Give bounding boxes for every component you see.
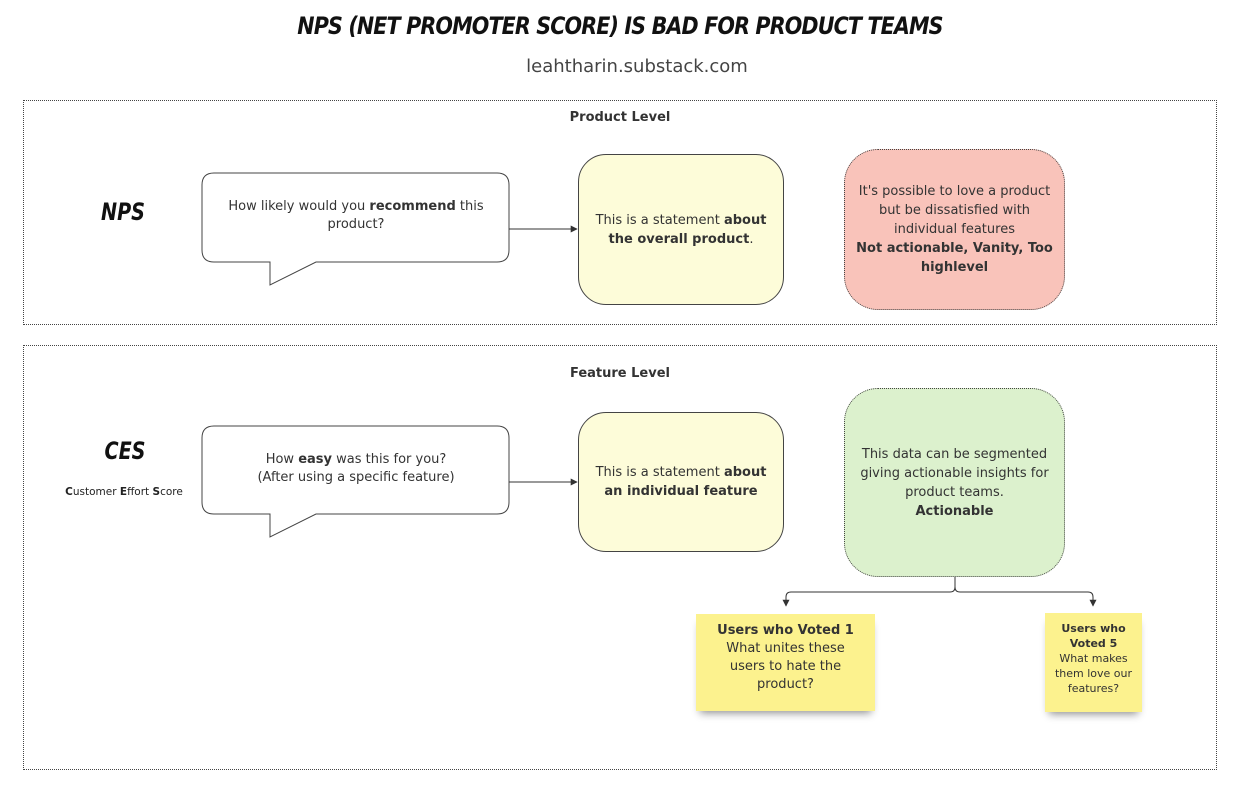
sticky-voted-1[interactable]: Users who Voted 1 What unites these user… — [696, 614, 875, 711]
not-actionable-note[interactable]: It's possible to love a product but be d… — [844, 149, 1065, 310]
overall-product-statement-text: This is a statement about the overall pr… — [595, 212, 767, 247]
feature-level-label: Feature Level — [569, 366, 670, 381]
nps-question-bubble — [201, 172, 510, 286]
feature-level-frame[interactable] — [23, 345, 1217, 770]
sticky-voted-5[interactable]: Users who Voted 5 What makes them love o… — [1045, 613, 1142, 712]
individual-feature-statement-text: This is a statement about an individual … — [595, 465, 767, 499]
split-connector — [782, 577, 956, 607]
ces-row-label: CES — [104, 437, 146, 465]
actionable-note-text: This data can be segmented giving action… — [860, 446, 1049, 519]
page-subtitle: leahtharin.substack.com — [526, 56, 748, 77]
ces-full-name: Customer Effort Score — [65, 486, 183, 498]
ces-question-text: How easy was this for you? (After using … — [257, 452, 455, 485]
nps-question-text: How likely would you recommend this prod… — [228, 199, 484, 232]
ces-question-bubble — [201, 425, 510, 538]
overall-product-statement[interactable]: This is a statement about the overall pr… — [578, 154, 784, 305]
page-title: NPS (NET PROMOTER SCORE) IS BAD FOR PROD… — [297, 12, 943, 40]
sticky-voted-5-text: What makes them love our features? — [1054, 652, 1133, 695]
not-actionable-note-text: It's possible to love a product but be d… — [856, 184, 1053, 275]
sticky-voted-1-text: What unites these users to hate the prod… — [726, 641, 845, 692]
split-connector-right — [954, 586, 1097, 607]
product-level-label: Product Level — [569, 110, 671, 125]
nps-row-label: NPS — [101, 198, 145, 226]
individual-feature-statement[interactable]: This is a statement about an individual … — [578, 412, 784, 552]
actionable-note[interactable]: This data can be segmented giving action… — [844, 388, 1065, 577]
sticky-voted-5-title: Users who Voted 5 — [1061, 622, 1126, 650]
sticky-voted-1-title: Users who Voted 1 — [717, 623, 854, 638]
product-level-frame[interactable] — [23, 100, 1217, 325]
